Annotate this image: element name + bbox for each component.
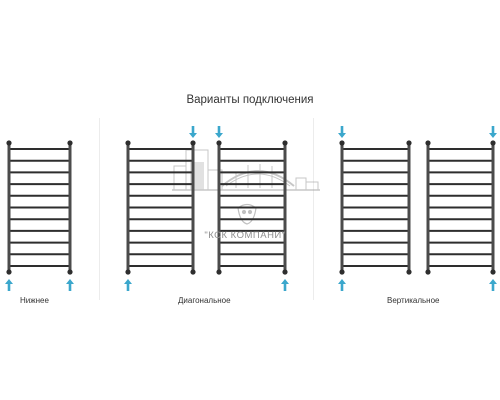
heater-end-cap (125, 140, 131, 146)
arrow-head (5, 279, 13, 284)
heater-end-cap (190, 140, 196, 146)
heater-end-cap (216, 269, 222, 275)
section-title: Варианты подключения (186, 94, 314, 106)
heater-end-cap (216, 140, 222, 146)
arrow-head (489, 279, 497, 284)
heater-end-cap (282, 269, 288, 275)
watermark-text: "КСК КОМПАНИ" (204, 230, 285, 241)
label-diagonal: Диагональное (178, 296, 231, 305)
arrow-up-icon (489, 279, 497, 291)
heater-end-cap (339, 269, 345, 275)
towel-rail-heater (125, 140, 196, 275)
heater-end-cap (6, 140, 12, 146)
arrow-head (66, 279, 74, 284)
arrow-up-icon (66, 279, 74, 291)
heater-end-cap (406, 140, 412, 146)
heater-end-cap (490, 140, 496, 146)
arrow-head (215, 133, 223, 138)
arrow-head (338, 279, 346, 284)
towel-rail-heater (339, 140, 412, 275)
towel-rail-heater (6, 140, 73, 275)
arrow-up-icon (5, 279, 13, 291)
arrow-up-icon (281, 279, 289, 291)
towel-rail-heater (425, 140, 496, 275)
heater-end-cap (125, 269, 131, 275)
arrow-down-icon (338, 126, 346, 138)
arrow-down-icon (489, 126, 497, 138)
divider (313, 118, 314, 300)
label-vertical: Вертикальное (387, 296, 440, 305)
divider (99, 118, 100, 300)
heater-end-cap (425, 269, 431, 275)
arrow-head (489, 133, 497, 138)
heater-end-cap (282, 140, 288, 146)
heater-end-cap (425, 140, 431, 146)
heater-end-cap (339, 140, 345, 146)
arrow-head (281, 279, 289, 284)
arrow-up-icon (338, 279, 346, 291)
label-bottom: Нижнее (20, 296, 49, 305)
heater-end-cap (67, 140, 73, 146)
heater-end-cap (67, 269, 73, 275)
heater-end-cap (190, 269, 196, 275)
heater-end-cap (490, 269, 496, 275)
arrow-up-icon (124, 279, 132, 291)
arrow-head (338, 133, 346, 138)
heater-end-cap (6, 269, 12, 275)
arrow-head (189, 133, 197, 138)
arrow-down-icon (215, 126, 223, 138)
towel-rail-heater (216, 140, 288, 275)
arrow-down-icon (189, 126, 197, 138)
arrow-head (124, 279, 132, 284)
heater-end-cap (406, 269, 412, 275)
